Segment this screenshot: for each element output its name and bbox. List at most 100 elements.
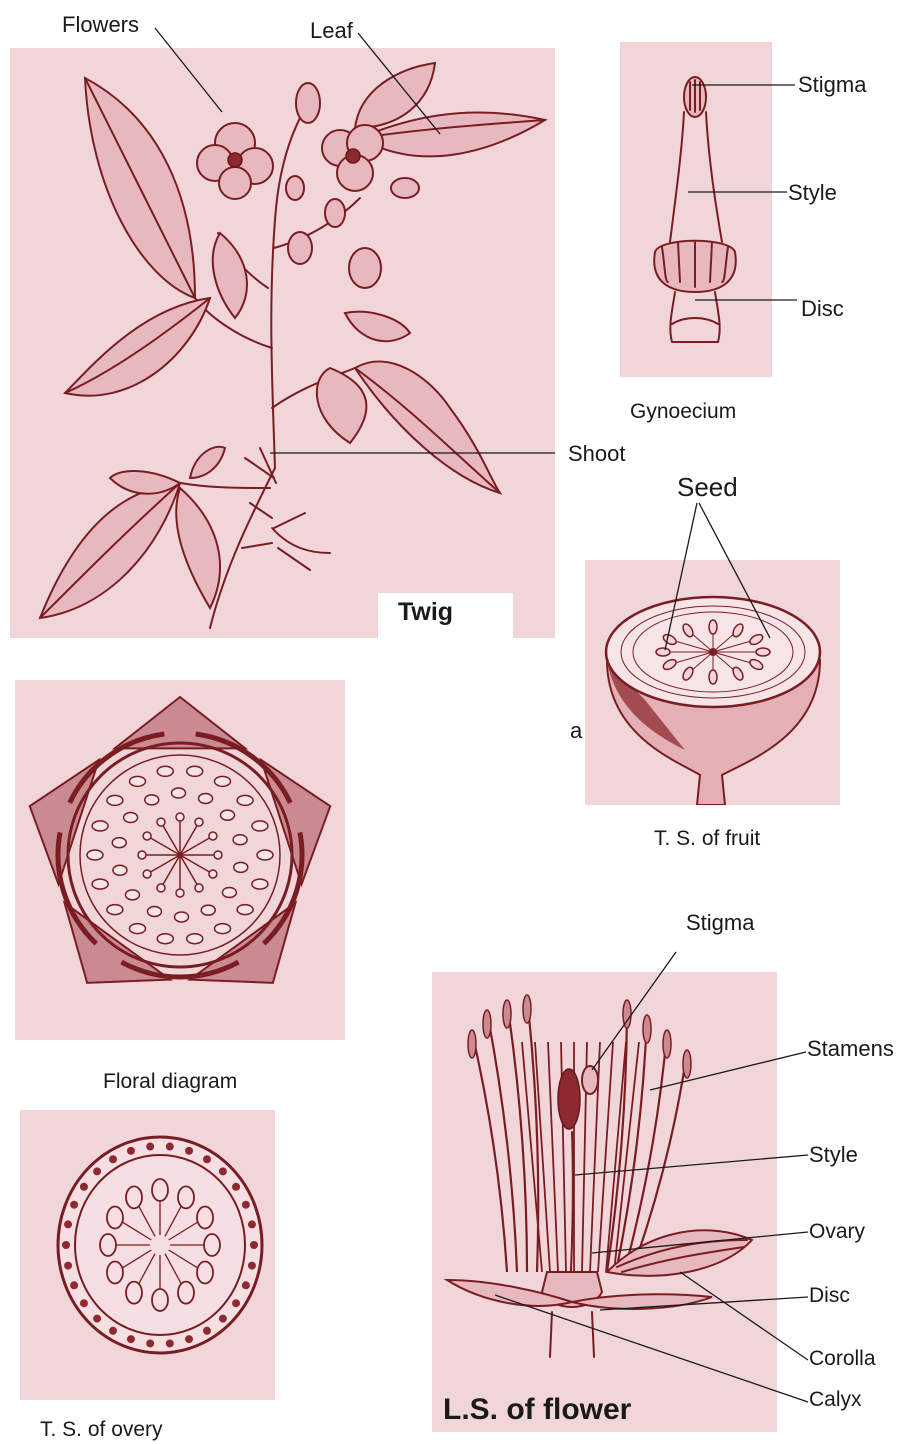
stamen [107, 905, 123, 915]
wall-gland [80, 1183, 88, 1191]
label-gyn-style: Style [788, 180, 837, 206]
ovule [138, 851, 146, 859]
wall-gland [232, 1299, 240, 1307]
stamen [147, 906, 161, 916]
stamen [125, 890, 139, 900]
fruit-panel [585, 560, 840, 805]
anther [663, 1030, 671, 1058]
stamen [233, 835, 247, 845]
stamen [252, 821, 268, 831]
stamen [215, 776, 231, 786]
ovule [152, 1179, 168, 1201]
label-ls-style: Style [809, 1142, 858, 1168]
ovule [107, 1207, 123, 1229]
anther [468, 1030, 476, 1058]
wall-gland [248, 1220, 256, 1228]
stamen [130, 776, 146, 786]
ovule [143, 870, 151, 878]
wall-gland [64, 1220, 72, 1228]
label-seed: Seed [677, 472, 738, 503]
wall-gland [166, 1339, 174, 1347]
wall-gland [93, 1167, 101, 1175]
wall-gland [146, 1143, 154, 1151]
stamen [112, 838, 126, 848]
fruit-seed [756, 648, 770, 656]
ovule [126, 1282, 142, 1304]
stamen [113, 865, 127, 875]
stamen [124, 813, 138, 823]
stamen [145, 795, 159, 805]
fruit-seed [709, 670, 717, 684]
twig-illustration [10, 48, 555, 638]
stamen [87, 850, 103, 860]
ovule [209, 832, 217, 840]
wall-gland [127, 1147, 135, 1155]
stamen [215, 924, 231, 934]
stamen [222, 887, 236, 897]
stamen [201, 905, 215, 915]
wall-gland [250, 1241, 258, 1249]
floral-diagram-caption: Floral diagram [103, 1070, 237, 1094]
ovary-ts-caption: T. S. of overy [40, 1418, 163, 1442]
ovule [107, 1262, 123, 1284]
ovule [197, 1262, 213, 1284]
gynoecium-panel [620, 42, 772, 377]
stamen [171, 788, 185, 798]
wall-gland [64, 1262, 72, 1270]
stamen [92, 821, 108, 831]
stamen [221, 810, 235, 820]
stamen-filament [522, 1042, 542, 1272]
fruit-stray-text: a [570, 718, 582, 744]
anther [643, 1015, 651, 1043]
gynoecium-caption: Gynoecium [630, 400, 736, 424]
wall-gland [185, 1147, 193, 1155]
label-ls-ovary: Ovary [809, 1220, 865, 1244]
stamen [199, 794, 213, 804]
ovule [157, 818, 165, 826]
ovule [126, 1186, 142, 1208]
wall-gland [70, 1201, 78, 1209]
floral-diagram-illustration [15, 680, 345, 1040]
fruit-caption: T. S. of fruit [654, 827, 760, 851]
sepal [30, 760, 99, 884]
wall-gland [62, 1241, 70, 1249]
wall-gland [185, 1335, 193, 1343]
gynoecium-illustration [620, 42, 772, 377]
ovule [100, 1234, 116, 1256]
ovule [209, 870, 217, 878]
fruit-ts-illustration [585, 560, 840, 805]
stamen [187, 766, 203, 776]
label-gyn-stigma: Stigma [798, 72, 866, 98]
fruit-seed [656, 648, 670, 656]
stamen [187, 934, 203, 944]
ovule [176, 813, 184, 821]
stamen [107, 795, 123, 805]
stamen-filament [472, 1032, 507, 1272]
wall-gland [80, 1299, 88, 1307]
stamen [237, 905, 253, 915]
anther [623, 1000, 631, 1028]
anther [523, 995, 531, 1023]
stamen [175, 912, 189, 922]
ovule [195, 818, 203, 826]
fruit-seed [709, 620, 717, 634]
wall-gland [93, 1315, 101, 1323]
wall-gland [203, 1155, 211, 1163]
label-flowers: Flowers [62, 12, 139, 38]
stamen-filament [507, 1002, 527, 1272]
label-ls-disc: Disc [809, 1284, 850, 1308]
floral-diagram-panel [15, 680, 345, 1040]
ovule [195, 884, 203, 892]
stamen [157, 934, 173, 944]
label-leaf: Leaf [310, 18, 353, 44]
stamen [237, 795, 253, 805]
flower-ls-illustration [432, 972, 777, 1432]
ls-stamens [468, 995, 691, 1272]
ovule [178, 1282, 194, 1304]
ovule [152, 1289, 168, 1311]
twig-caption: Twig [398, 598, 453, 627]
ovary-ts-illustration [20, 1110, 275, 1400]
wall-gland [203, 1327, 211, 1335]
wall-gland [242, 1281, 250, 1289]
wall-gland [248, 1262, 256, 1270]
